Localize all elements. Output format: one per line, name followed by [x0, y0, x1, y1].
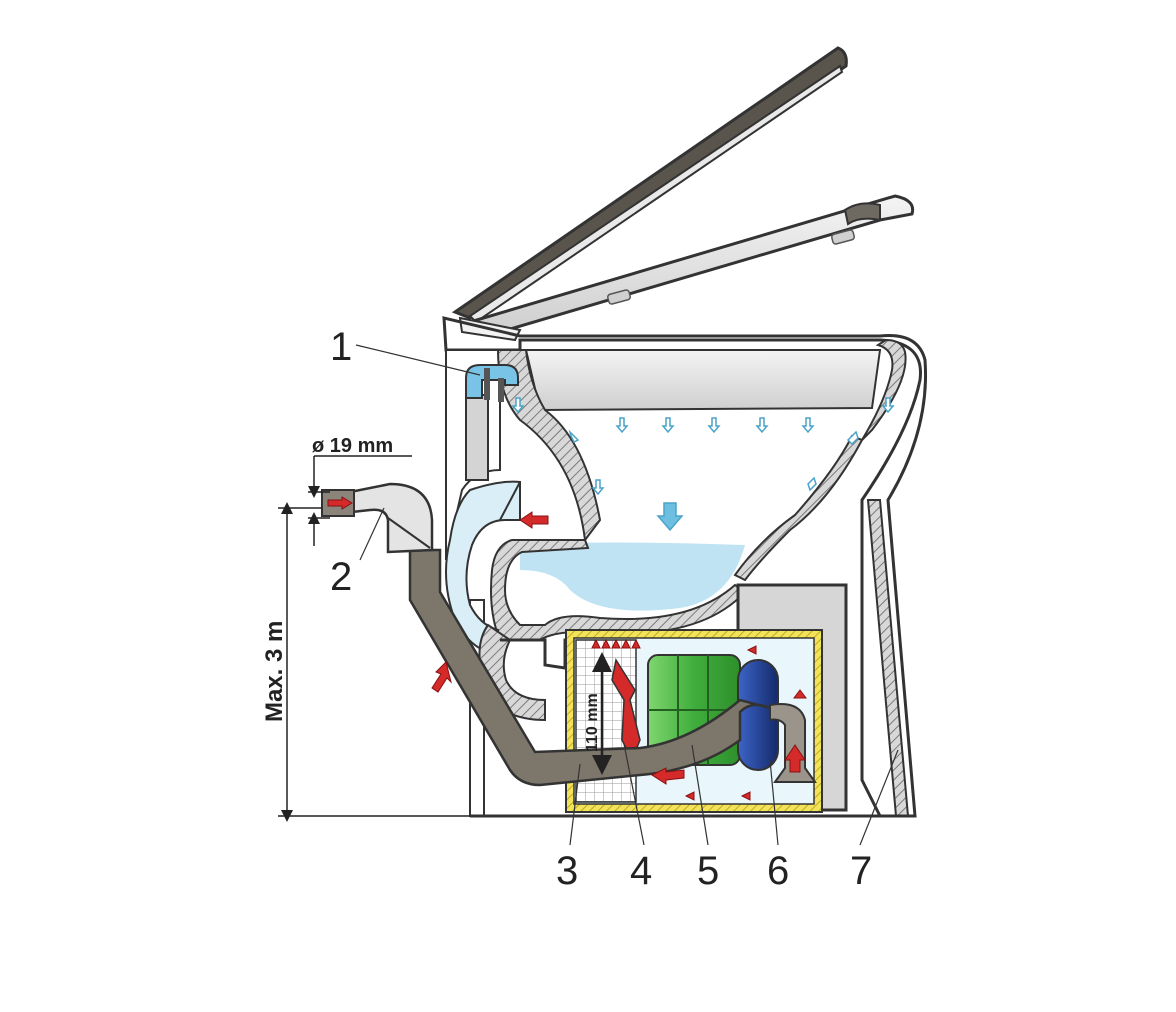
callout-5: 5 — [697, 849, 719, 893]
arrow-icon — [793, 689, 807, 699]
pipe-diameter-label: ø 19 mm — [312, 435, 393, 457]
arrow-icon — [807, 476, 817, 492]
callout-4: 4 — [630, 849, 652, 893]
arrow-icon — [684, 791, 695, 801]
callout-1: 1 — [330, 325, 352, 369]
arrow-icon — [650, 767, 685, 785]
toilet-seat — [458, 194, 915, 342]
arrow-icon — [846, 430, 859, 446]
arrow-icon — [601, 638, 611, 649]
callout-7: 7 — [850, 849, 872, 893]
flow-arrows-blue — [511, 397, 895, 532]
callout-3: 3 — [556, 849, 578, 893]
arrow-icon — [431, 661, 452, 693]
arrow-icon — [707, 417, 721, 434]
flow-arrows-red — [327, 496, 807, 801]
water-inlet — [465, 364, 519, 481]
dimension-lines — [278, 455, 612, 822]
toilet-lid — [451, 46, 848, 324]
arrow-icon — [801, 417, 815, 434]
max-height-label: Max. 3 m — [261, 621, 288, 722]
arrow-icon — [615, 417, 629, 434]
arrow-icon — [591, 479, 605, 496]
arrow-icon — [746, 645, 757, 655]
arrow-icon — [881, 397, 895, 414]
arrow-icon — [631, 638, 641, 649]
discharge-pipe — [321, 482, 771, 787]
arrow-icon — [661, 417, 675, 434]
callout-leaders — [355, 344, 899, 846]
callout-2: 2 — [330, 555, 352, 599]
arrow-icon — [621, 638, 631, 649]
callout-6: 6 — [767, 849, 789, 893]
arrow-icon — [611, 638, 621, 649]
arrow-icon — [740, 791, 751, 801]
arrow-icon — [591, 638, 601, 649]
arrow-icon — [755, 417, 769, 434]
arrow-icon — [656, 502, 684, 532]
arrow-icon — [327, 496, 353, 510]
arrow-icon — [568, 429, 580, 444]
arrow-icon — [784, 744, 806, 773]
arrow-icon — [511, 397, 525, 414]
chamber-height-label: 110 mm — [584, 693, 601, 752]
arrow-icon — [519, 511, 549, 529]
